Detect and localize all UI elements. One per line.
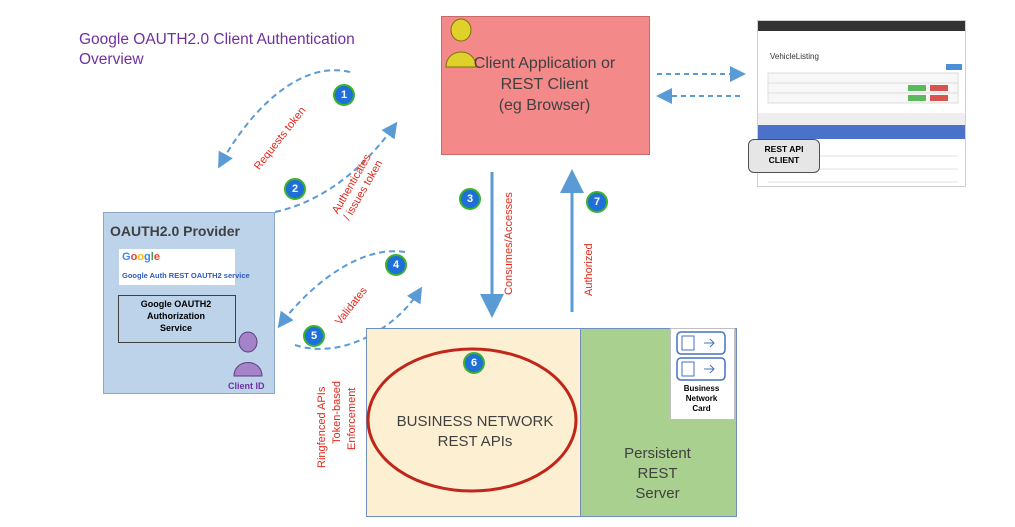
client-application-box [441, 16, 650, 155]
network-card-icons [676, 331, 726, 381]
google-logo-letter: o [130, 251, 138, 263]
screenshot-title: VehicleListing [770, 52, 819, 61]
step-4-badge: 4 [385, 254, 407, 276]
google-logo-letter: o [137, 251, 145, 263]
step-5-badge: 5 [303, 325, 325, 347]
google-logo-letter: G [122, 251, 131, 263]
authorization-service-label: Google OAUTH2 Authorization Service [140, 299, 212, 333]
client-user-icon [445, 18, 477, 68]
google-logo-letter: g [144, 251, 151, 263]
rest-api-client-label: REST API CLIENT [748, 139, 820, 173]
side-label-enforcement: Enforcement [346, 387, 358, 450]
client-application-label: Client Application or REST Client (eg Br… [473, 55, 616, 114]
google-logo-text: Google [122, 251, 160, 263]
business-network-card [670, 328, 735, 420]
request-token-arrow [218, 69, 351, 169]
google-logo-letter: l [150, 251, 154, 263]
side-label-token: Token-based [331, 381, 343, 444]
google-logo: Google [122, 251, 160, 263]
oauth-provider-title: OAUTH2.0 Provider [110, 223, 240, 239]
screenshot-header-bar [758, 21, 965, 31]
step-6-badge: 6 [463, 352, 485, 374]
step-2-badge: 2 [284, 178, 306, 200]
business-network-ellipse [366, 347, 578, 493]
business-network-box [366, 328, 582, 517]
validate-request-arrow [277, 250, 406, 329]
authorization-service-box [118, 295, 236, 343]
diagram-title: Google OAUTH2.0 Client Authentication Ov… [79, 31, 355, 68]
step-1-badge: 1 [333, 84, 355, 106]
business-network-label: BUSINESS NETWORK REST APIs [396, 413, 554, 450]
google-service-label: Google Auth REST OAUTH2 service [122, 271, 250, 280]
google-logo-letter: e [153, 251, 160, 263]
client-id-label: Client ID [228, 381, 265, 391]
business-network-card-label: Business Network Card [683, 384, 720, 413]
step-7-badge: 7 [586, 191, 608, 213]
client-id-user-icon [233, 331, 263, 377]
step-7-label: Authorized [583, 243, 595, 296]
step-3-label: Consumes/Accesses [503, 192, 515, 295]
google-service-card [119, 249, 235, 285]
step-3-badge: 3 [459, 188, 481, 210]
persistent-server-label: Persistent REST Server [624, 445, 691, 502]
screenshot-content [758, 64, 965, 183]
side-label-ringfenced: Ringfenced APIs [316, 386, 328, 468]
validate-response-arrow [294, 286, 423, 350]
